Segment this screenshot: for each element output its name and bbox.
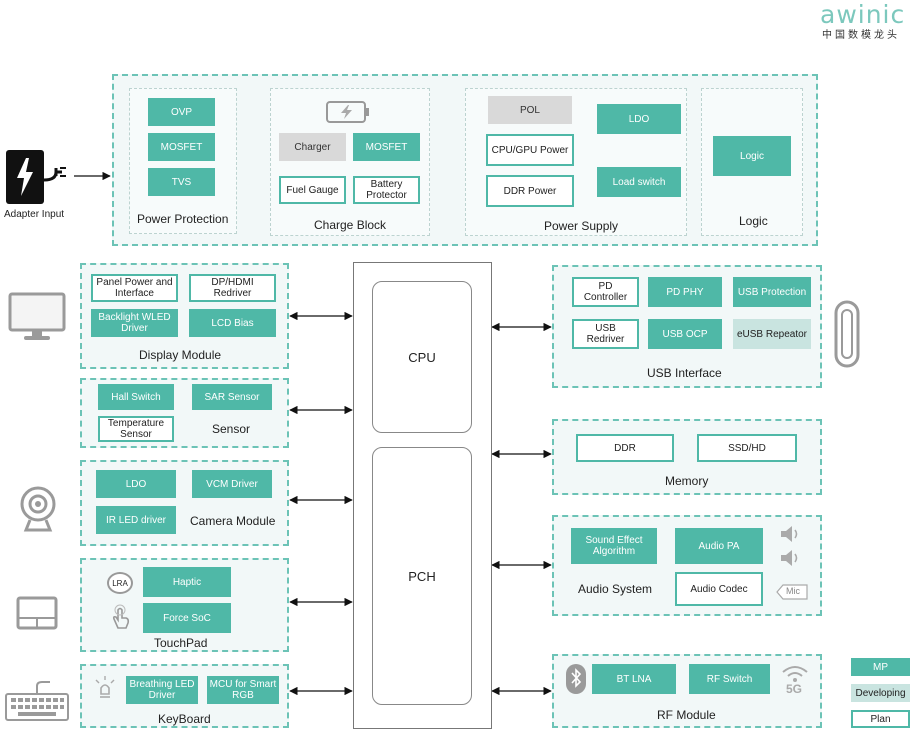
- camera-ldo-chip: LDO: [96, 470, 176, 498]
- charge-mosfet-chip: MOSFET: [353, 133, 420, 161]
- monitor-icon: [8, 292, 66, 344]
- battery-charging-icon: [326, 100, 370, 124]
- vcm-driver-chip: VCM Driver: [192, 470, 272, 498]
- touchpad-icon: [16, 596, 58, 630]
- speaker-icon: [778, 524, 804, 570]
- mic-label: Mic: [786, 586, 800, 596]
- pd-phy-chip: PD PHY: [648, 277, 722, 307]
- panel-power-chip: Panel Power and Interface: [91, 274, 178, 302]
- wifi-5g-icon: [780, 664, 810, 684]
- force-soc-chip: Force SoC: [143, 603, 231, 633]
- power-supply-title: Power Supply: [544, 219, 619, 233]
- audio-codec-chip: Audio Codec: [675, 572, 763, 606]
- audio-system-title: Audio System: [578, 582, 653, 596]
- keyboard-icon: [4, 680, 70, 722]
- brand-subtitle: 中国数模龙头: [822, 30, 900, 41]
- usb-redriver-chip: USB Redriver: [572, 319, 639, 349]
- power-plug-icon: [6, 150, 68, 206]
- power-protection-title: Power Protection: [137, 212, 229, 226]
- eusb-repeater-chip: eUSB Repeator: [733, 319, 811, 349]
- camera-module-title: Camera Module: [190, 514, 276, 528]
- sar-sensor-chip: SAR Sensor: [192, 384, 272, 410]
- charger-chip: Charger: [279, 133, 346, 161]
- battery-protector-chip: Battery Protector: [353, 176, 420, 204]
- rf-module-title: RF Module: [657, 708, 716, 722]
- keyboard-title: KeyBoard: [158, 712, 211, 726]
- led-bulb-icon: [92, 674, 118, 702]
- pch-block: PCH: [372, 447, 472, 705]
- webcam-icon: [18, 486, 58, 534]
- lcd-bias-chip: LCD Bias: [189, 309, 276, 337]
- usb-protection-chip: USB Protection: [733, 277, 811, 307]
- usb-cable-icon: [832, 300, 862, 368]
- audio-pa-chip: Audio PA: [675, 528, 763, 564]
- logic-title: Logic: [739, 214, 768, 228]
- usb-ocp-chip: USB OCP: [648, 319, 722, 349]
- mcu-rgb-chip: MCU for Smart RGB: [207, 676, 279, 704]
- rf-switch-chip: RF Switch: [689, 664, 770, 694]
- cpu-gpu-power-chip: CPU/GPU Power: [486, 134, 574, 166]
- dp-hdmi-chip: DP/HDMI Redriver: [189, 274, 276, 302]
- ir-led-driver-chip: IR LED driver: [96, 506, 176, 534]
- legend-mp: MP: [851, 658, 910, 676]
- ovp-chip: OVP: [148, 98, 215, 126]
- backlight-chip: Backlight WLED Driver: [91, 309, 178, 337]
- hall-switch-chip: Hall Switch: [98, 384, 174, 410]
- charge-block: [270, 88, 430, 236]
- pol-chip: POL: [488, 96, 572, 124]
- mosfet-chip: MOSFET: [148, 133, 215, 161]
- temperature-sensor-chip: Temperature Sensor: [98, 416, 174, 442]
- sensor-title: Sensor: [212, 422, 251, 436]
- lra-icon: LRA: [107, 572, 133, 594]
- brand-logo: awinic: [820, 0, 906, 29]
- memory-title: Memory: [665, 474, 709, 488]
- fuel-gauge-chip: Fuel Gauge: [279, 176, 346, 204]
- adapter-label: Adapter Input: [4, 209, 65, 220]
- display-module-title: Display Module: [139, 348, 222, 362]
- legend-plan: Plan: [851, 710, 910, 728]
- logic-chip: Logic: [713, 136, 791, 176]
- haptic-chip: Haptic: [143, 567, 231, 597]
- sound-effect-chip: Sound Effect Algorithm: [571, 528, 657, 564]
- bluetooth-icon: [566, 664, 586, 694]
- pd-controller-chip: PD Controller: [572, 277, 639, 307]
- ssd-hd-chip: SSD/HD: [697, 434, 797, 462]
- tvs-chip: TVS: [148, 168, 215, 196]
- label-5g: 5G: [786, 682, 803, 696]
- ddr-chip: DDR: [576, 434, 674, 462]
- charge-block-title: Charge Block: [314, 218, 387, 232]
- mic-tag-icon: [776, 584, 808, 600]
- load-switch-chip: Load switch: [597, 167, 681, 197]
- usb-interface-title: USB Interface: [647, 366, 722, 380]
- touchpad-title: TouchPad: [154, 636, 208, 650]
- breathing-led-chip: Breathing LED Driver: [126, 676, 198, 704]
- ddr-power-chip: DDR Power: [486, 175, 574, 207]
- legend-developing: Developing: [851, 684, 910, 702]
- touch-finger-icon: [108, 604, 132, 630]
- bt-lna-chip: BT LNA: [592, 664, 676, 694]
- ldo-chip: LDO: [597, 104, 681, 134]
- cpu-block: CPU: [372, 281, 472, 433]
